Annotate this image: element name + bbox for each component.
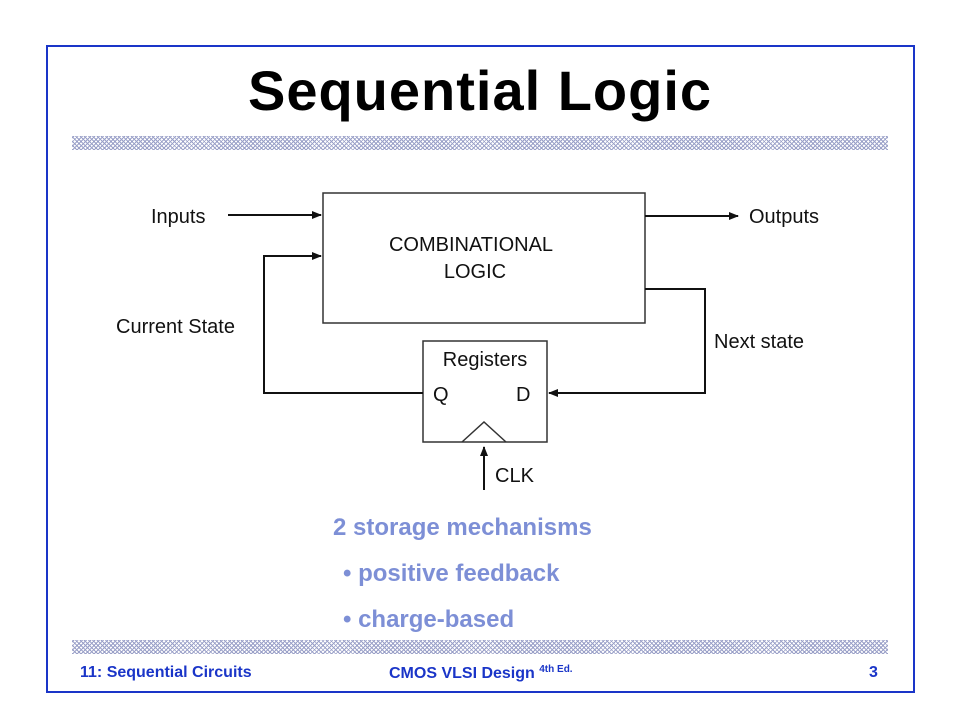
top-hatch-divider [72, 136, 888, 150]
combinational-label-line2: LOGIC [444, 261, 506, 283]
clk-label: CLK [495, 465, 535, 487]
registers-box [422, 340, 548, 443]
registers-label: Registers [443, 349, 527, 371]
outputs-label: Outputs [749, 206, 819, 228]
current-state-path [263, 252, 423, 394]
bullet-charge-based: • charge-based [343, 606, 515, 633]
footer-course-title: CMOS VLSI Design [389, 665, 535, 682]
bullets-heading: 2 storage mechanisms [333, 514, 592, 541]
slide-title: Sequential Logic [247, 59, 713, 122]
next-state-path [548, 288, 706, 397]
current-state-label: Current State [116, 316, 235, 338]
clock-edge-triangle [461, 420, 507, 443]
slide-frame [46, 45, 915, 693]
combinational-label-line1: COMBINATIONAL [389, 234, 553, 256]
footer-page-number: 3 [869, 664, 878, 681]
next-state-label: Next state [714, 331, 804, 353]
inputs-label: Inputs [151, 206, 205, 228]
footer-course: CMOS VLSI Design 4th Ed. [389, 664, 573, 683]
q-label: Q [433, 384, 449, 406]
combinational-logic-box [322, 192, 646, 324]
bottom-hatch-divider [72, 640, 888, 654]
bullet-positive-feedback: • positive feedback [343, 560, 560, 587]
footer-chapter: 11: Sequential Circuits [80, 664, 252, 681]
d-label: D [516, 384, 530, 406]
footer-edition: 4th Ed. [539, 664, 573, 675]
